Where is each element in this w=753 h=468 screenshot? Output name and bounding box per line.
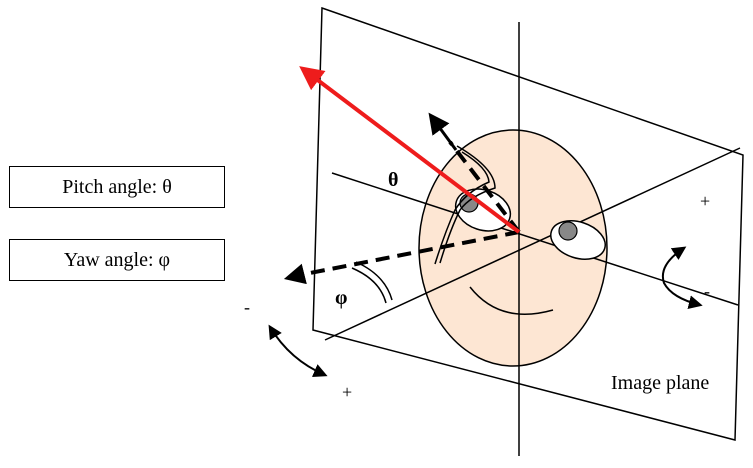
right-pupil [558,221,578,241]
phi-angle-arc-outer [355,261,393,301]
image-plane-label: Image plane [611,372,709,394]
right-plus-sign: + [700,191,710,211]
theta-symbol: θ [388,169,398,191]
phi-symbol: φ [335,287,347,309]
gaze-direction-arrow [299,66,521,234]
mouth [469,286,554,315]
diagonal-axis [324,147,741,341]
right-minus-sign: - [704,281,710,301]
image-plane [312,6,744,441]
left-minus-sign: - [244,297,250,317]
pitch-direction-line [448,140,521,234]
pitch-rotation-arrow [662,246,703,310]
yaw-direction-line [299,230,520,277]
pitch-angle-label: Pitch angle: θ [9,166,225,208]
yaw-rotation-arrow [268,324,328,378]
yaw-direction-arrow [283,263,307,285]
phi-angle-arc-inner [351,267,387,304]
pitch-direction-arrow [428,112,458,151]
yaw-angle-label: Yaw angle: φ [9,239,225,281]
face [418,129,608,367]
left-plus-sign: + [342,382,352,402]
horizontal-axis [331,172,739,306]
